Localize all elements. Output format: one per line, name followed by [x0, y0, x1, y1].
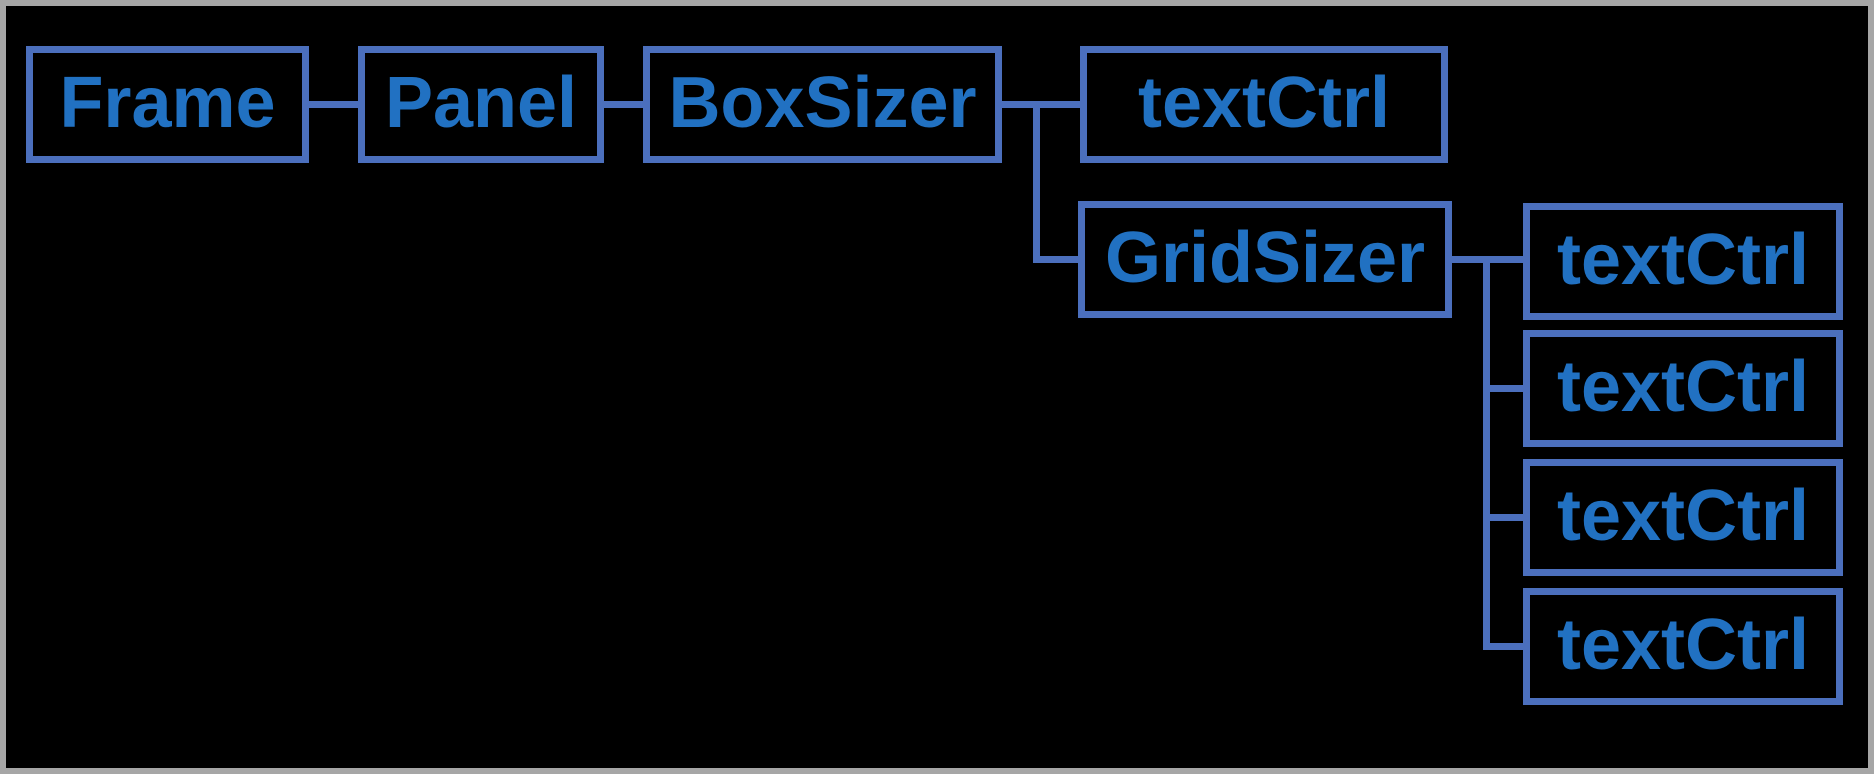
node-textctrl-1-label: textCtrl — [1137, 62, 1391, 143]
node-boxsizer-label: BoxSizer — [668, 62, 977, 143]
node-textctrl-5: textCtrl — [1523, 588, 1843, 705]
node-frame: Frame — [26, 46, 309, 163]
node-textctrl-4-label: textCtrl — [1556, 475, 1810, 556]
node-textctrl-3-label: textCtrl — [1556, 346, 1810, 427]
connector-gridsizer-textctrl-4 — [1483, 514, 1523, 521]
node-gridsizer-label: GridSizer — [1104, 217, 1426, 298]
node-textctrl-1: textCtrl — [1080, 46, 1448, 163]
node-panel-label: Panel — [384, 62, 578, 143]
connector-boxsizer-textctrl — [1002, 101, 1080, 108]
node-textctrl-3: textCtrl — [1523, 330, 1843, 447]
connector-gridsizer-branch-vertical — [1483, 256, 1490, 650]
connector-panel-boxsizer — [604, 101, 643, 108]
node-textctrl-2-label: textCtrl — [1556, 219, 1810, 300]
connector-boxsizer-gridsizer — [1033, 256, 1078, 263]
node-boxsizer: BoxSizer — [643, 46, 1002, 163]
connector-gridsizer-textctrl-5 — [1483, 643, 1523, 650]
node-textctrl-5-label: textCtrl — [1556, 604, 1810, 685]
connector-frame-panel — [309, 101, 358, 108]
node-gridsizer: GridSizer — [1078, 201, 1452, 318]
node-textctrl-2: textCtrl — [1523, 203, 1843, 320]
node-textctrl-4: textCtrl — [1523, 459, 1843, 576]
connector-gridsizer-textctrl-3 — [1483, 385, 1523, 392]
node-panel: Panel — [358, 46, 604, 163]
connector-boxsizer-branch-vertical — [1033, 101, 1040, 263]
node-frame-label: Frame — [59, 62, 276, 143]
